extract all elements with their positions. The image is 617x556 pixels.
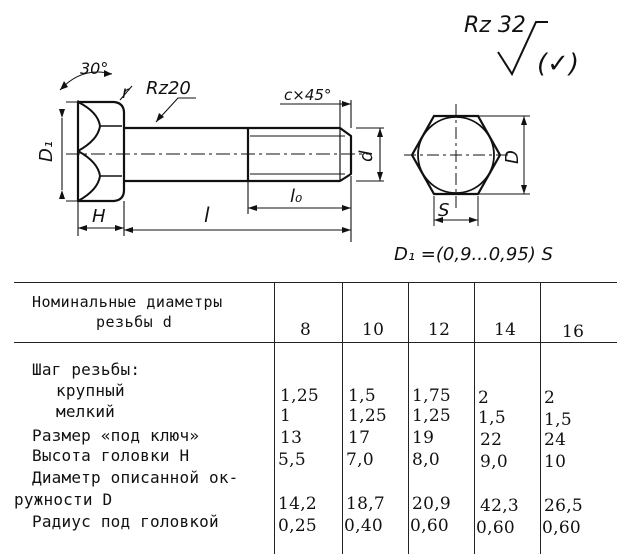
diameter-16: 16 xyxy=(562,322,585,342)
bolt-drawing: Rz 32 (✓) 30° Rz20 c×45° r D₁ H l l₀ d D… xyxy=(36,13,579,265)
s-label: S xyxy=(438,200,449,221)
table-cell: 1 xyxy=(280,406,292,426)
bolt-head-outline xyxy=(76,100,126,203)
table-cell: 0,40 xyxy=(344,516,384,536)
header-line-1: Номинальные диаметры xyxy=(32,293,223,311)
table-cell: 20,9 xyxy=(412,494,452,514)
chamfer-label: c×45° xyxy=(284,86,331,104)
column-divider xyxy=(408,282,409,554)
roughness-main-label: Rz 32 xyxy=(464,13,526,38)
table-cell: 1,75 xyxy=(412,386,452,406)
row-label-coarse: крупный xyxy=(56,381,125,400)
big-d-label: D xyxy=(502,150,523,164)
table-cell: 1,5 xyxy=(478,408,506,428)
table-cell: 2 xyxy=(478,388,490,408)
table-cell: 10 xyxy=(544,452,567,472)
d-label: d xyxy=(356,150,377,162)
table-cell: 17 xyxy=(348,428,371,448)
row-label-circumscribed-diameter-cont: ружности D xyxy=(14,490,113,509)
bolt-head-facets xyxy=(77,101,101,202)
column-divider xyxy=(274,282,275,554)
table-header-rule xyxy=(14,342,617,343)
table-cell: 0,25 xyxy=(278,516,318,536)
bolt-dimensions-table: Номинальные диаметры резьбы d 8 10 12 14… xyxy=(0,282,617,556)
table-cell: 0,60 xyxy=(410,516,450,536)
table-cell: 24 xyxy=(544,430,567,450)
table-cell: 1,25 xyxy=(348,406,388,426)
table-cell: 9,0 xyxy=(480,452,508,472)
table-cell: 2 xyxy=(544,388,556,408)
table-cell: 18,7 xyxy=(346,494,386,514)
angle-label: 30° xyxy=(80,59,108,78)
table-cell: 5,5 xyxy=(278,450,306,470)
radius-r-label: r xyxy=(122,83,130,103)
bolt-shank xyxy=(124,126,248,183)
table-cell: 1,25 xyxy=(412,406,452,426)
row-label-fine: мелкий xyxy=(56,402,115,421)
l-label: l xyxy=(204,203,210,227)
h-label: H xyxy=(92,206,106,227)
roughness-rest-label: (✓) xyxy=(537,49,579,79)
column-divider xyxy=(474,282,475,554)
table-cell: 19 xyxy=(412,428,435,448)
roughness-check-icon xyxy=(497,21,548,77)
row-label-wrench-size: Размер «под ключ» xyxy=(32,426,200,445)
column-divider xyxy=(540,282,541,554)
table-cell: 1,5 xyxy=(544,410,572,430)
diameter-10: 10 xyxy=(362,320,385,340)
d1-label: D₁ xyxy=(36,141,57,162)
table-cell: 0,60 xyxy=(542,518,582,538)
formula-label: D₁ =(0,9...0,95) S xyxy=(394,244,553,265)
table-top-rule xyxy=(14,282,617,283)
table-cell: 1,25 xyxy=(280,386,320,406)
l0-label: l₀ xyxy=(290,186,302,207)
header-line-2: резьбы d xyxy=(96,313,173,331)
row-label-head-height: Высота головки H xyxy=(32,446,190,465)
diameter-12: 12 xyxy=(428,320,451,340)
table-cell: 8,0 xyxy=(412,450,440,470)
table-cell: 0,60 xyxy=(476,518,516,538)
table-cell: 1,5 xyxy=(348,386,376,406)
table-cell: 14,2 xyxy=(278,494,318,514)
table-cell: 42,3 xyxy=(480,496,520,516)
table-cell: 7,0 xyxy=(346,450,374,470)
table-cell: 22 xyxy=(480,430,503,450)
table-cell: 26,5 xyxy=(544,496,584,516)
column-divider xyxy=(342,282,343,554)
row-label-circumscribed-diameter: Диаметр описанной ок- xyxy=(32,468,239,487)
head-roughness-label: Rz20 xyxy=(146,78,191,99)
row-label-thread-pitch: Шаг резьбы: xyxy=(32,360,141,379)
bearing-circle xyxy=(417,116,495,194)
row-label-radius-under-head: Радиус под головкой xyxy=(32,512,219,531)
diameter-8: 8 xyxy=(300,320,312,340)
diameter-14: 14 xyxy=(494,320,517,340)
table-cell: 13 xyxy=(280,428,303,448)
